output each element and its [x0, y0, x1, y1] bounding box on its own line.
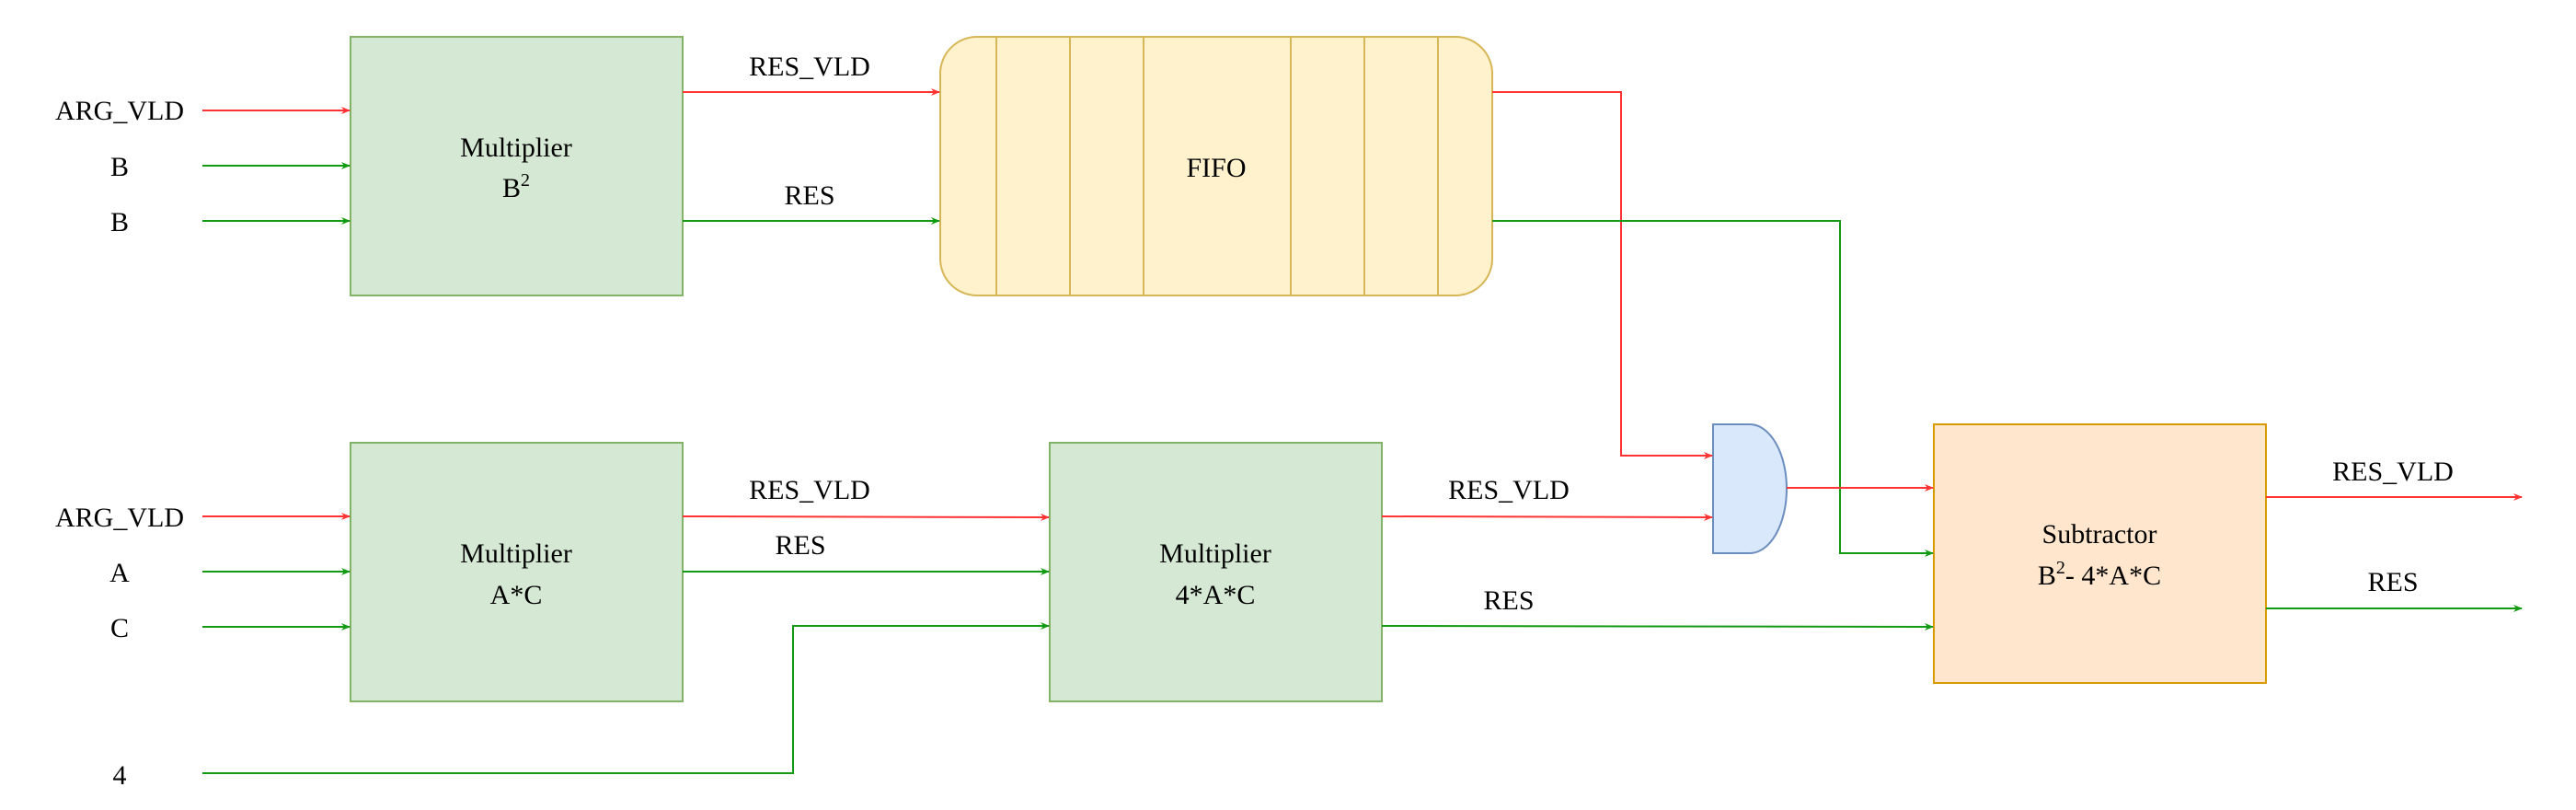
fifo-block: [939, 36, 1493, 296]
wire-fifo-vld: [1492, 91, 1713, 459]
input-c: C: [110, 613, 129, 643]
wire-mac-res-vld: [682, 513, 1050, 521]
multiplier-4ac-block: [1049, 442, 1383, 702]
multiplier-4ac-title: Multiplier: [1159, 538, 1271, 569]
multiplier-4ac-formula: 4*A*C: [1176, 580, 1256, 610]
wire-m4ac-res-vld: [1381, 513, 1713, 521]
input-four: 4: [113, 760, 127, 791]
label-m4ac-res-vld: RES_VLD: [1448, 475, 1570, 505]
input-b-1: B: [110, 152, 129, 182]
subtractor-formula: B2- 4*A*C: [2038, 558, 2161, 591]
subtractor-title: Subtractor: [2042, 519, 2157, 550]
label-out-res: RES: [2367, 567, 2418, 597]
fifo-label: FIFO: [1186, 153, 1246, 183]
wire-four: [202, 622, 1050, 774]
multiplier-ac-title: Multiplier: [460, 538, 572, 569]
and-gate: [1712, 423, 1788, 554]
label-mac-res: RES: [775, 530, 825, 561]
label-out-res-vld: RES_VLD: [2332, 457, 2454, 487]
input-arg-vld-bottom: ARG_VLD: [55, 503, 184, 533]
multiplier-ac-formula: A*C: [490, 580, 543, 610]
multiplier-b2-title: Multiplier: [460, 133, 572, 163]
input-a: A: [109, 558, 130, 588]
multiplier-b2-formula: B2: [502, 170, 530, 203]
wire-fifo-res: [1492, 220, 1934, 557]
multiplier-ac-block: [350, 442, 684, 702]
wire-m4ac-res: [1381, 622, 1934, 631]
label-mac-res-vld: RES_VLD: [749, 475, 870, 505]
subtractor-block: [1933, 423, 2267, 684]
input-b-2: B: [110, 207, 129, 237]
input-arg-vld-top: ARG_VLD: [55, 96, 184, 126]
label-mb2-res-vld: RES_VLD: [749, 52, 870, 82]
label-mb2-res: RES: [784, 180, 834, 211]
label-m4ac-res: RES: [1483, 585, 1534, 616]
multiplier-b2-block: [350, 36, 684, 296]
